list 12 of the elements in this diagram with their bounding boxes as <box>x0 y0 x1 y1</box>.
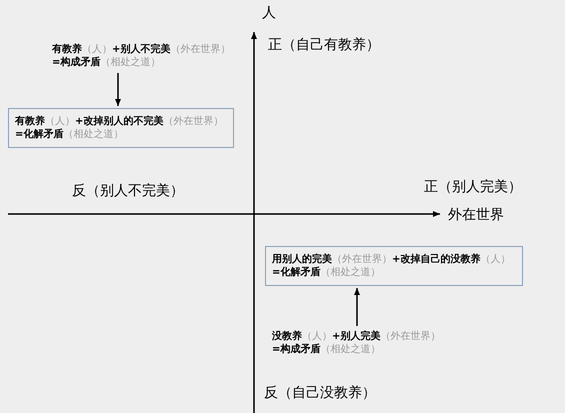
quadrant-label: 正（别人完美） <box>424 178 522 196</box>
text-box: 用别人的完美（外在世界）+改掉自己的没教养（人）=化解矛盾（相处之道） <box>265 246 523 286</box>
arrow <box>115 73 121 106</box>
formula-text: 没教养（人）+别人完美（外在世界）=构成矛盾（相处之道） <box>272 330 444 356</box>
quadrant-label: 正（自己有教养） <box>268 36 380 54</box>
axis-label: 人 <box>262 4 276 22</box>
quadrant-label: 反（别人不完美） <box>72 182 184 200</box>
arrow <box>354 288 360 326</box>
quadrant-label: 反（自己没教养） <box>264 384 376 402</box>
axis-label: 外在世界 <box>448 206 504 224</box>
text-box: 有教养（人）+改掉别人的不完美（外在世界）=化解矛盾（相处之道） <box>8 108 234 148</box>
formula-text: 有教养（人）+别人不完美（外在世界）=构成矛盾（相处之道） <box>52 43 236 69</box>
